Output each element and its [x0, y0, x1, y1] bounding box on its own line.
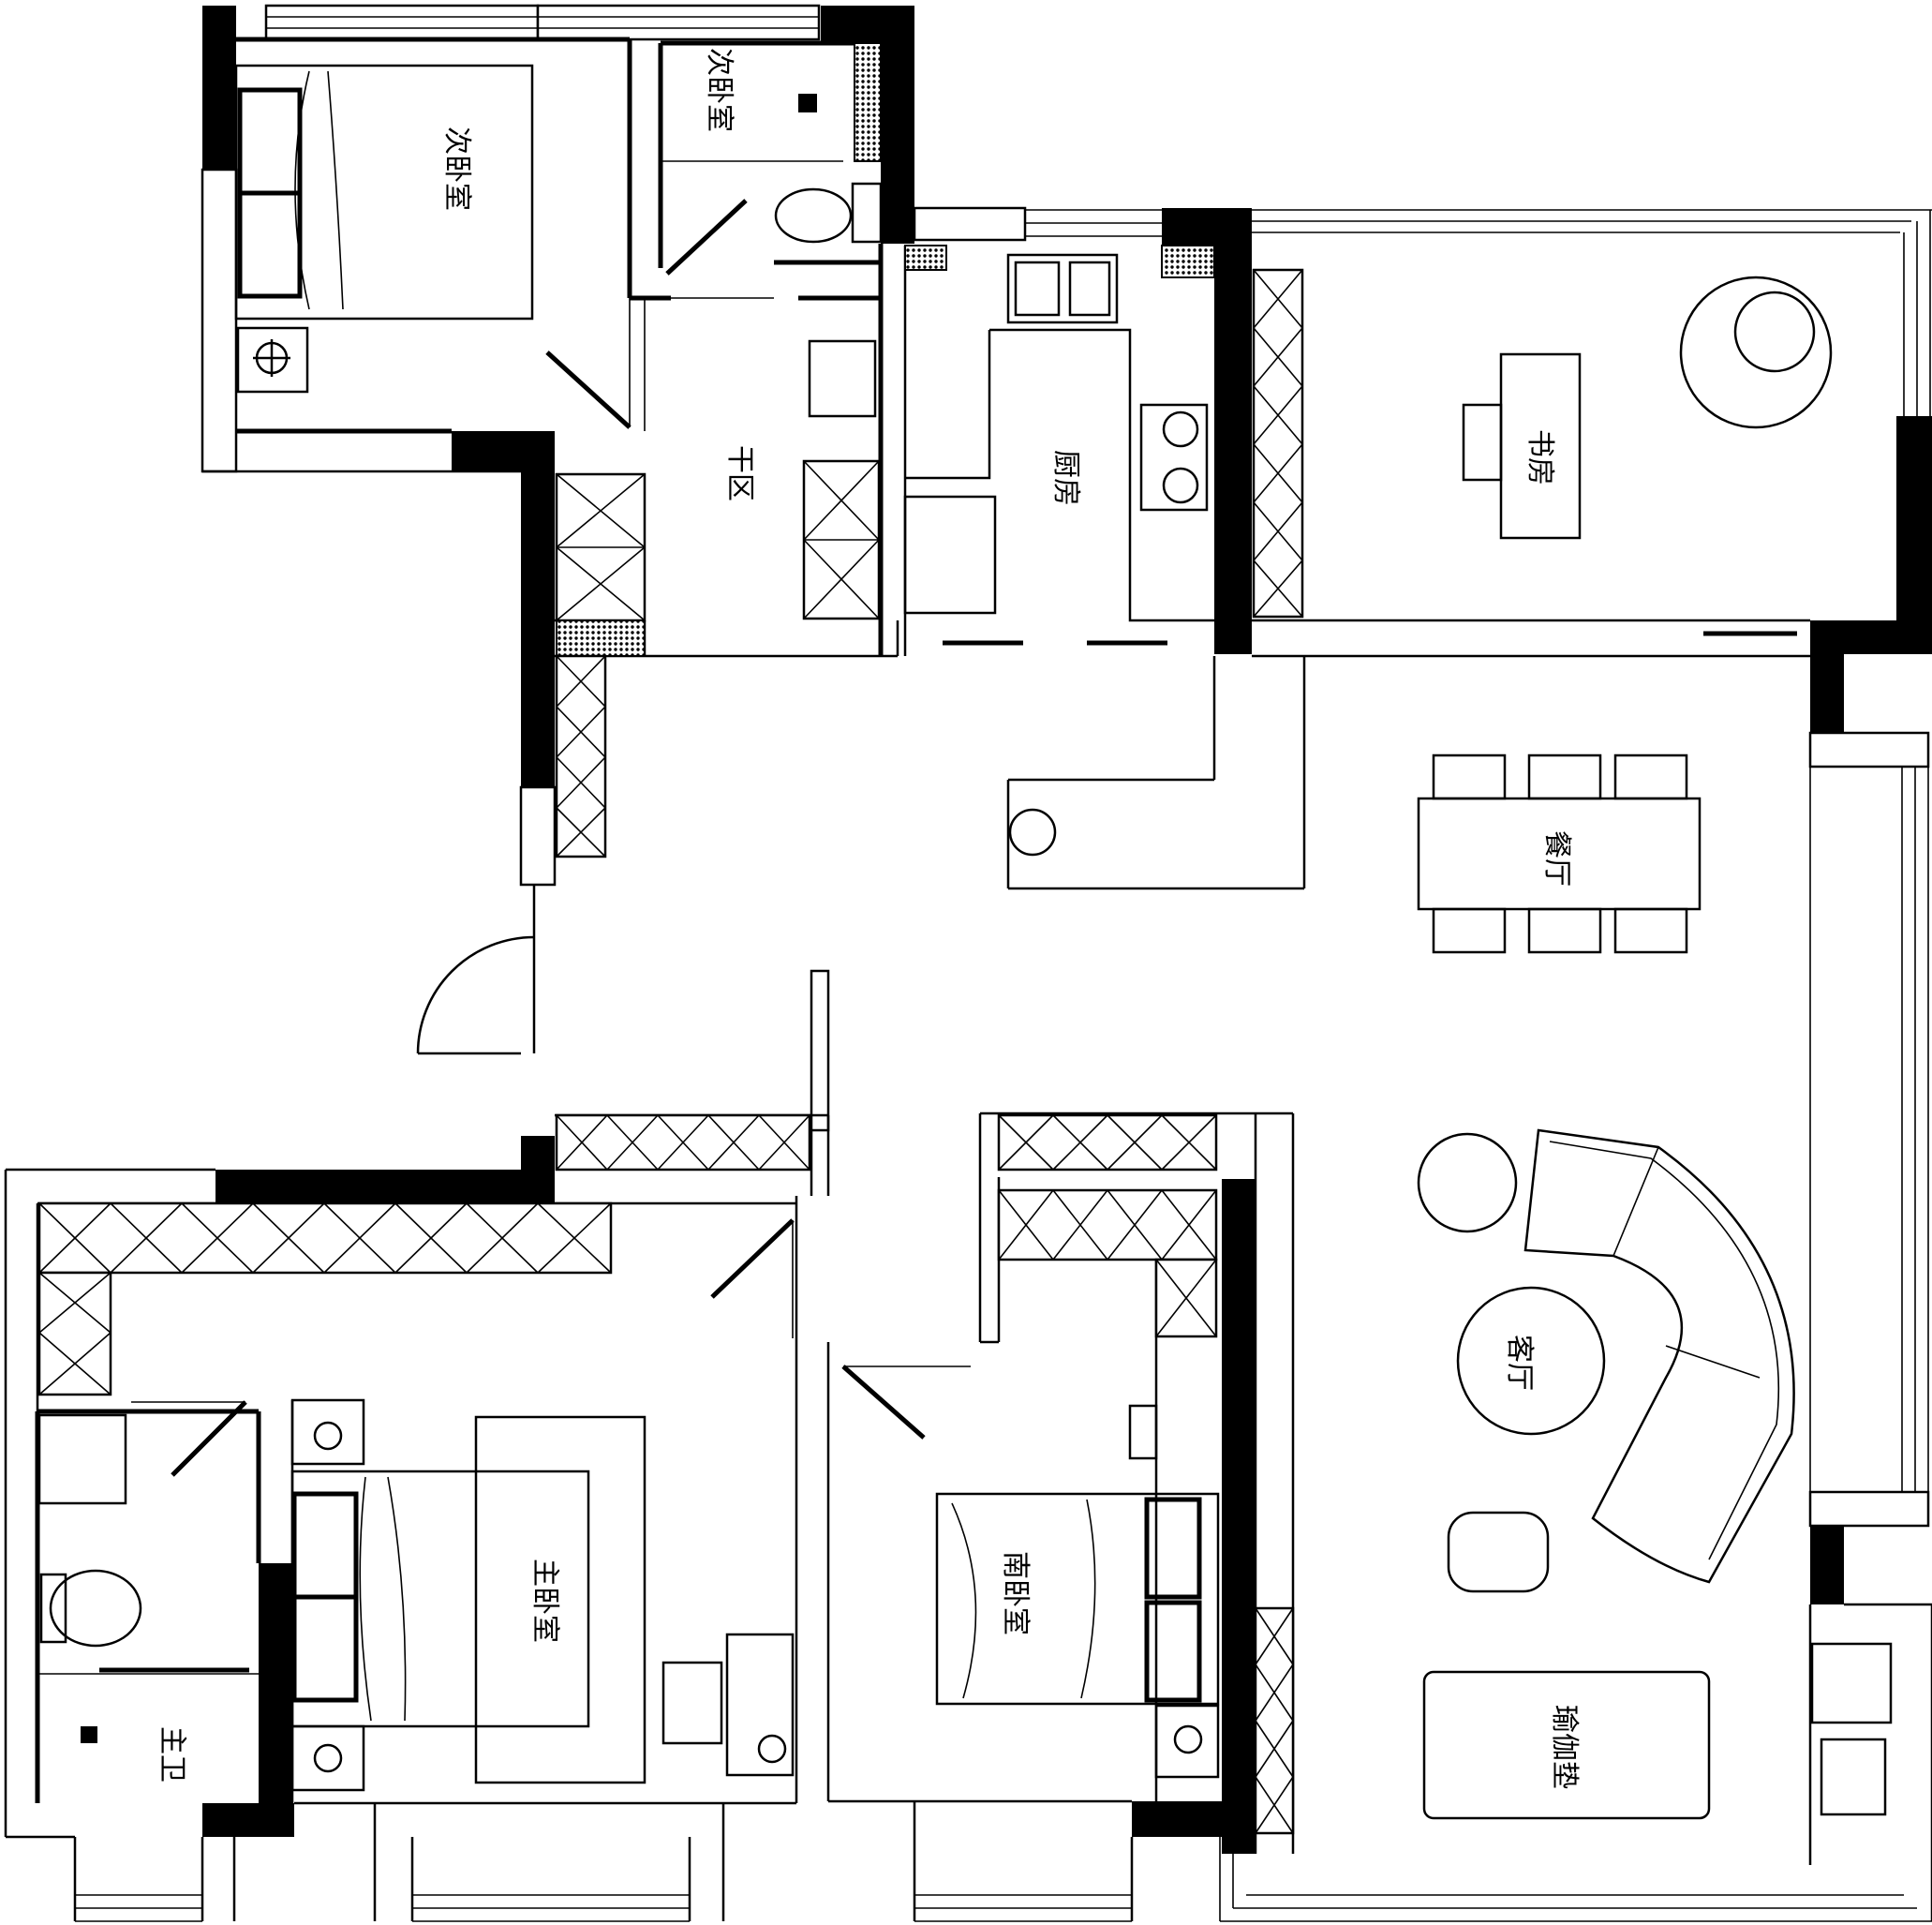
doors [99, 199, 1797, 1673]
label-dining: 餐厅 [1540, 830, 1573, 887]
room-labels: 次卧室 次卧室 干区 厨房 书房 餐厅 客厅 主卧室 主卫 南卧室 瑜伽垫 [156, 48, 1581, 1789]
label-master-bath: 主卫 [156, 1726, 188, 1783]
outer-walls [4, 4, 1932, 1922]
label-dry-area: 干区 [723, 445, 756, 501]
label-second-bedroom-2: 次卧室 [703, 48, 736, 132]
storage-cabinets [37, 268, 1304, 1835]
label-yoga-mat: 瑜伽垫 [1548, 1705, 1581, 1789]
furniture [37, 42, 1893, 1820]
label-kitchen: 厨房 [1049, 450, 1082, 506]
label-master-bedroom: 主卧室 [528, 1559, 561, 1643]
label-south-bedroom: 南卧室 [999, 1551, 1032, 1635]
label-second-bedroom-1: 次卧室 [440, 127, 473, 211]
label-study: 书房 [1523, 429, 1556, 485]
label-living: 客厅 [1503, 1335, 1536, 1391]
